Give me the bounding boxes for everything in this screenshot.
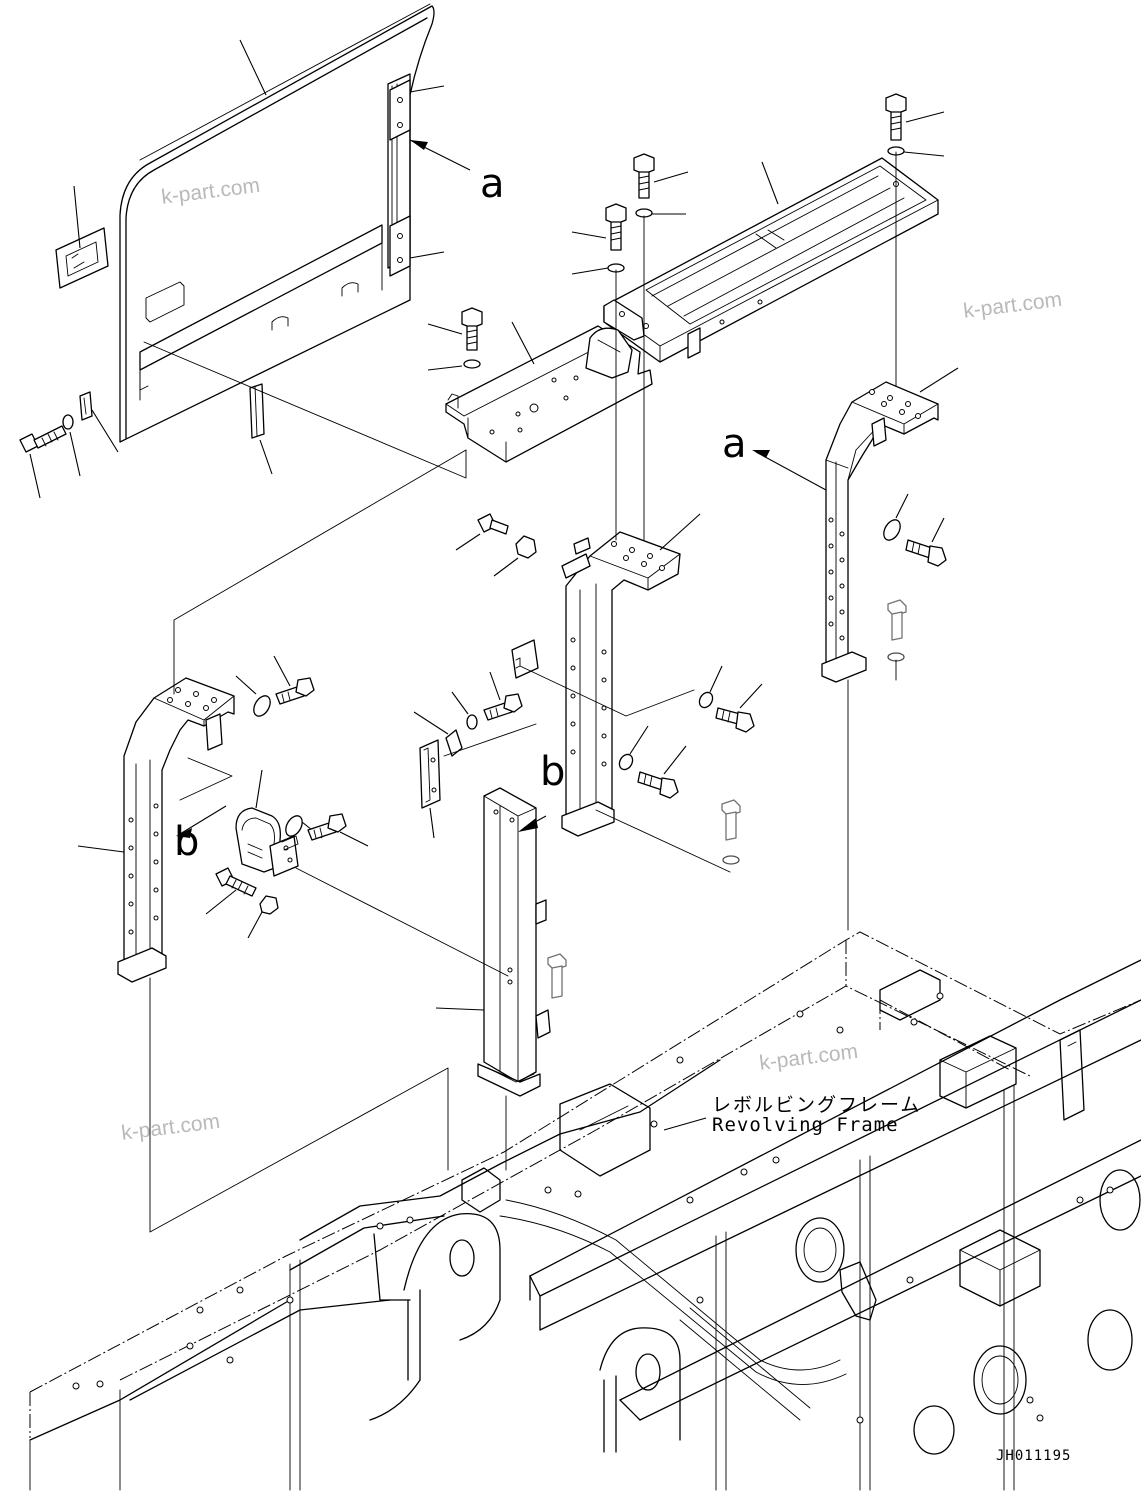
leg-left-bolt (275, 677, 315, 705)
leader-latch (73, 185, 81, 249)
leader-door-washer (69, 431, 81, 477)
leader-mid-nut (493, 557, 519, 577)
mid-small-bolt (477, 513, 509, 535)
revolving-frame (29, 931, 1141, 1491)
door-washer (62, 414, 74, 430)
clamp-nut (259, 895, 279, 915)
clamp-washer (285, 815, 303, 837)
leg-left-washer (253, 695, 271, 717)
mid-washer-right (698, 691, 714, 709)
leader-revolving-frame (663, 1117, 707, 1131)
leg-mid-washer (618, 753, 634, 771)
bracket-clip (445, 729, 463, 757)
leg-mid-anchor-washer (722, 855, 740, 865)
leader-cover-washer-1 (903, 151, 945, 157)
leg-right-bolt (905, 539, 947, 567)
frame-bolt-dots (72, 992, 1114, 1424)
view-b-arrow-left (179, 805, 227, 835)
bracket-washer (466, 714, 478, 730)
clamp-plate (269, 835, 299, 877)
leader-hinge-bottom (409, 251, 445, 259)
leader-cover-bolt-2 (653, 171, 689, 183)
leader-step-plate (511, 321, 535, 365)
revolving-frame-label-en: Revolving Frame (712, 1114, 899, 1136)
leader-leg-left-washer (235, 675, 257, 695)
leader-leg-right-washer (895, 493, 909, 519)
rubber-strip (249, 383, 265, 439)
door-bracket (79, 391, 93, 421)
leader-hinge-top (409, 85, 445, 93)
leg-mid-anchor-bolt (721, 799, 741, 841)
leader-center-post (435, 1007, 485, 1011)
support-leg-middle (561, 531, 681, 837)
leader-clamp-bolt (339, 831, 369, 847)
leader-plate-washer-1 (571, 267, 609, 275)
leg-clamp (235, 807, 281, 873)
leg-right-washer (883, 519, 901, 541)
mid-nut (515, 535, 537, 559)
support-leg-right (821, 381, 939, 683)
leader-leg-right-bolt (931, 517, 945, 543)
leader-plate-bolt-1 (571, 231, 607, 239)
leader-clamp-low-bolt (205, 889, 237, 915)
view-label-a-top: a (480, 161, 505, 207)
bracket-bolt (483, 693, 523, 721)
leader-step-cover (761, 161, 779, 205)
leader-mid-washer-right (709, 665, 723, 693)
center-post (477, 787, 551, 1097)
construction-lines (143, 151, 897, 1233)
leg-right-anchor-bolt (887, 599, 907, 641)
door-bolt (19, 425, 67, 453)
leader-bracket-washer (451, 691, 469, 715)
revolving-frame-label-jp: レボルビングフレーム (712, 1094, 922, 1116)
leader-door (239, 39, 267, 96)
bracket-hinge (419, 739, 441, 809)
step-plate (445, 325, 653, 463)
leader-mid-small-bolt (455, 533, 481, 551)
plate-washer-2 (463, 359, 481, 369)
leader-leg-middle (659, 513, 701, 551)
mid-bolt-right (715, 707, 755, 733)
leader-plate-bolt-2 (427, 323, 463, 335)
post-anchor-bolt (547, 953, 567, 999)
view-a-arrow-right (755, 451, 827, 491)
leader-bracket-bolt (489, 671, 501, 701)
leader-bracket-hinge (429, 807, 435, 839)
leader-plate-washer-2 (427, 365, 463, 371)
clamp-low-bolt (215, 867, 257, 897)
leader-bracket (91, 409, 119, 453)
clamp-bolt (307, 813, 347, 841)
leader-door-bolt (29, 453, 41, 499)
step-cover (603, 157, 939, 363)
leader-bracket-clip (413, 711, 449, 735)
leader-leg-left-bolt (273, 655, 291, 687)
leg-mid-bolt (637, 771, 679, 799)
door-latch (55, 227, 109, 289)
leader-leg-right (919, 367, 959, 393)
leader-strip (259, 439, 273, 475)
drawing-code: JH011195 (996, 1448, 1072, 1464)
door-panel (119, 3, 435, 443)
view-label-b-left: b (174, 819, 200, 865)
plate-bolt-2 (461, 307, 483, 351)
leader-cover-bolt-1 (905, 111, 945, 123)
leader-leg-left (77, 845, 125, 853)
leader-mid-bolt-right (739, 683, 763, 709)
leader-leg-clamp (255, 769, 263, 809)
plate-bolt-1 (605, 203, 627, 251)
cover-bolt-2 (633, 153, 655, 199)
mid-plate-small (511, 639, 539, 679)
view-label-b-mid: b (540, 749, 566, 795)
leader-leg-mid-washer (629, 725, 649, 755)
support-leg-left (117, 677, 235, 983)
cover-bolt-1 (885, 93, 907, 141)
leader-clamp-nut (247, 911, 263, 939)
view-label-a-right: a (722, 421, 747, 467)
leader-leg-mid-bolt (663, 745, 687, 775)
